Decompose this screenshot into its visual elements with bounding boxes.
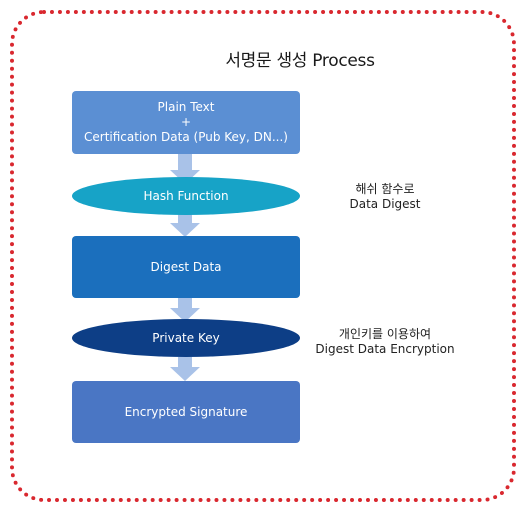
hash-function-ellipse: Hash Function <box>72 177 300 215</box>
hash-note-line-2: Data Digest <box>349 197 421 211</box>
down-arrow-icon <box>170 213 200 237</box>
plain-text-line-2: + <box>180 115 192 129</box>
private-key-ellipse: Private Key <box>72 319 300 357</box>
plain-text-box: Plain Text + Certification Data (Pub Key… <box>72 91 300 154</box>
encryption-note: 개인키를 이용하여 Digest Data Encryption <box>310 327 460 357</box>
digest-data-label: Digest Data <box>150 259 222 274</box>
hash-function-label: Hash Function <box>143 189 229 203</box>
digest-data-box: Digest Data <box>72 236 300 298</box>
hash-note-line-1: 해쉬 함수로 <box>355 182 415 196</box>
encryption-note-line-2: Digest Data Encryption <box>315 342 455 356</box>
encrypted-signature-box: Encrypted Signature <box>72 381 300 443</box>
dotted-frame <box>10 10 516 502</box>
hash-note: 해쉬 함수로 Data Digest <box>310 182 460 212</box>
down-arrow-icon <box>170 357 200 381</box>
private-key-label: Private Key <box>152 331 220 345</box>
encrypted-signature-label: Encrypted Signature <box>124 404 248 419</box>
plain-text-line-1: Plain Text <box>157 100 215 114</box>
diagram-title: 서명문 생성 Process <box>225 51 375 71</box>
down-arrow-icon <box>170 154 200 184</box>
plain-text-line-3: Certification Data (Pub Key, DN...) <box>84 130 288 144</box>
encryption-note-line-1: 개인키를 이용하여 <box>338 327 432 341</box>
down-arrow-icon <box>170 298 200 322</box>
